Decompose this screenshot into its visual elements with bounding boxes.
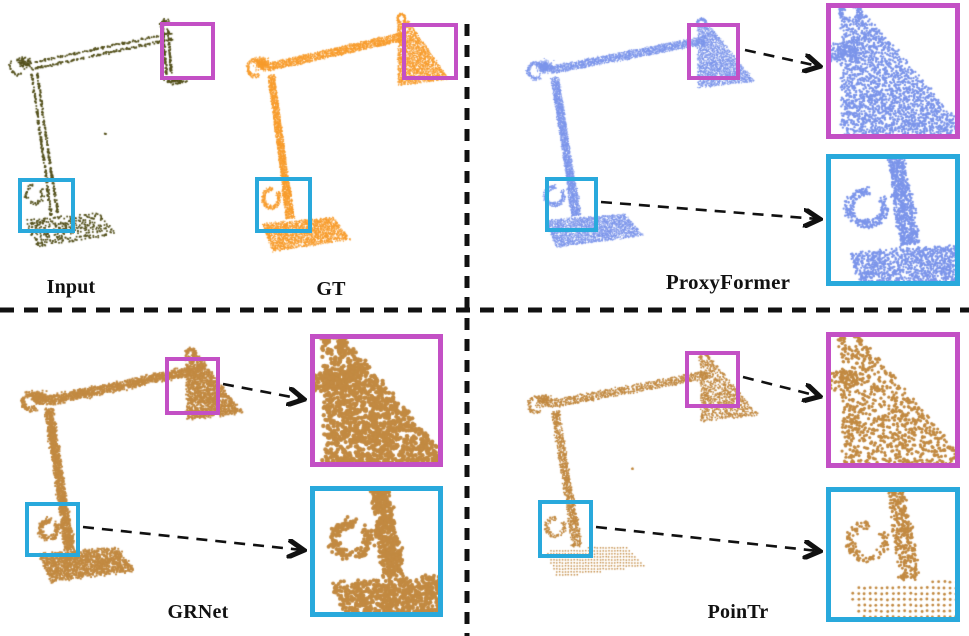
pointr-highlight-box-magenta [685, 351, 740, 408]
input-highlight-box-magenta [160, 22, 215, 80]
pointr-inset-magenta [826, 332, 960, 468]
proxyformer-label: ProxyFormer [665, 270, 791, 294]
gt-highlight-box-cyan [255, 177, 312, 233]
grnet-point-cloud [18, 345, 258, 595]
input-label: Input [46, 276, 96, 298]
input-highlight-box-cyan [18, 178, 75, 233]
grnet-inset-magenta-canvas [315, 339, 438, 462]
pointr-label: PoinTr [707, 601, 769, 623]
gt-label: GT [316, 278, 346, 300]
gt-point-cloud [243, 10, 463, 265]
grnet-inset-cyan [310, 486, 443, 617]
grnet-highlight-box-magenta [165, 357, 220, 415]
proxyformer-highlight-box-magenta [687, 23, 740, 80]
pointr-highlight-box-cyan [538, 500, 593, 558]
proxyformer-inset-magenta [826, 3, 960, 139]
pointr-inset-cyan [826, 487, 960, 622]
grnet-highlight-box-cyan [25, 502, 80, 557]
proxyformer-inset-cyan [826, 154, 960, 286]
gt-highlight-box-magenta [402, 23, 458, 80]
grnet-inset-cyan-canvas [315, 491, 438, 612]
proxyformer-highlight-box-cyan [545, 177, 598, 232]
proxyformer-inset-magenta-canvas [831, 8, 955, 134]
proxyformer-inset-cyan-canvas [831, 159, 955, 281]
pointr-inset-magenta-canvas [831, 337, 955, 463]
grnet-label: GRNet [167, 601, 229, 623]
input-point-cloud [5, 10, 235, 260]
pointr-inset-cyan-canvas [831, 492, 955, 617]
grnet-inset-magenta [310, 334, 443, 467]
